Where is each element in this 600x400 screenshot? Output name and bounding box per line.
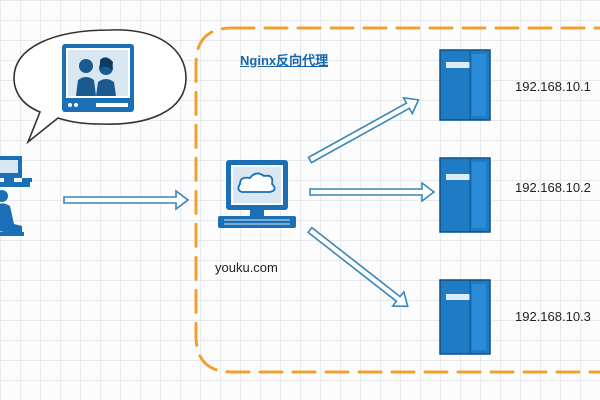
arrow-proxy-to-server-2 (309, 181, 436, 203)
tv-icon (62, 44, 134, 112)
arrow-client-to-proxy (63, 189, 190, 211)
diagram-title: Nginx反向代理 (240, 53, 329, 68)
server-icon (439, 279, 491, 355)
server-ip-label: 192.168.10.2 (515, 180, 591, 195)
server-ip-label: 192.168.10.3 (515, 309, 591, 324)
server-icon (439, 157, 491, 233)
proxy-computer-icon (218, 160, 296, 228)
arrow-proxy-to-server-3 (307, 226, 409, 308)
arrow-proxy-to-server-1 (307, 96, 420, 164)
server-ip-label: 192.168.10.1 (515, 79, 591, 94)
proxy-boundary (194, 26, 600, 374)
user-at-computer-icon (0, 156, 32, 236)
server-icon (439, 49, 491, 121)
proxy-domain-label: youku.com (215, 260, 278, 275)
